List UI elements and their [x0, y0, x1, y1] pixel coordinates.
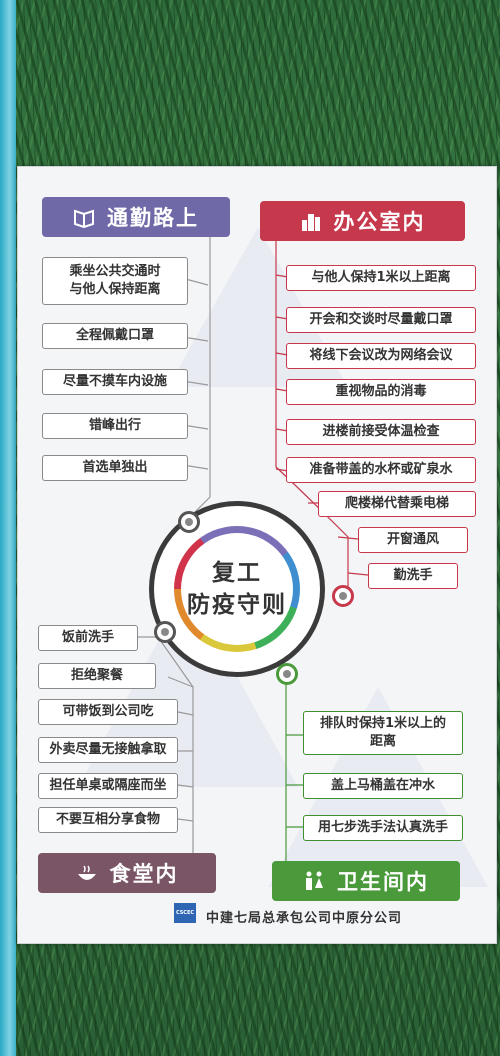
office-header: 办公室内 — [260, 201, 465, 241]
canteen-item: 外卖尽量无接触拿取 — [38, 737, 178, 763]
office-item: 与他人保持1米以上距离 — [286, 265, 476, 291]
office-item: 勤洗手 — [368, 563, 458, 589]
color-ring — [174, 526, 300, 652]
office-title: 办公室内 — [333, 210, 426, 234]
commute-item: 乘坐公共交通时 与他人保持距离 — [42, 257, 188, 305]
target-node — [276, 663, 298, 685]
building-icon — [300, 210, 322, 232]
target-node — [154, 621, 176, 643]
commute-title: 通勤路上 — [107, 206, 199, 230]
target-node — [178, 511, 200, 533]
canteen-header: 食堂内 — [38, 853, 216, 893]
office-item: 进楼前接受体温检查 — [286, 419, 476, 445]
canteen-item: 担任单桌或隔座而坐 — [38, 773, 178, 799]
center-title: 复工 防疫守则 — [187, 560, 287, 618]
center-emblem: 复工 防疫守则 — [149, 501, 325, 677]
restroom-icon — [303, 870, 325, 892]
canteen-item: 饭前洗手 — [38, 625, 138, 651]
canteen-item: 可带饭到公司吃 — [38, 699, 178, 725]
cyan-pole — [0, 0, 16, 1056]
restroom-title: 卫生间内 — [337, 870, 429, 894]
commute-item: 全程佩戴口罩 — [42, 323, 188, 349]
office-item: 重视物品的消毒 — [286, 379, 476, 405]
commute-item: 尽量不摸车内设施 — [42, 369, 188, 395]
restroom-item: 用七步洗手法认真洗手 — [303, 815, 463, 841]
bowl-icon — [76, 862, 98, 884]
canteen-item: 拒绝聚餐 — [38, 663, 156, 689]
office-item: 准备带盖的水杯或矿泉水 — [286, 457, 476, 483]
office-item: 爬楼梯代替乘电梯 — [318, 491, 476, 517]
canteen-item: 不要互相分享食物 — [38, 807, 178, 833]
office-item: 开会和交谈时尽量戴口罩 — [286, 307, 476, 333]
company-logo: CSCEC — [174, 903, 196, 923]
office-item: 开窗通风 — [358, 527, 468, 553]
company-footer: 中建七局总承包公司中原分公司 — [206, 911, 403, 926]
poster: 通勤路上 办公室内 食堂内 卫生间内 乘坐公共交通时 与他人保持距离 全程佩戴口… — [17, 166, 497, 944]
restroom-item: 盖上马桶盖在冲水 — [303, 773, 463, 799]
commute-item: 错峰出行 — [42, 413, 188, 439]
restroom-item: 排队时保持1米以上的 距离 — [303, 711, 463, 755]
office-item: 将线下会议改为网络会议 — [286, 343, 476, 369]
target-node — [332, 585, 354, 607]
commute-header: 通勤路上 — [42, 197, 230, 237]
restroom-header: 卫生间内 — [272, 861, 460, 901]
canteen-title: 食堂内 — [109, 862, 179, 886]
book-icon — [73, 206, 95, 229]
commute-item: 首选单独出 — [42, 455, 188, 481]
